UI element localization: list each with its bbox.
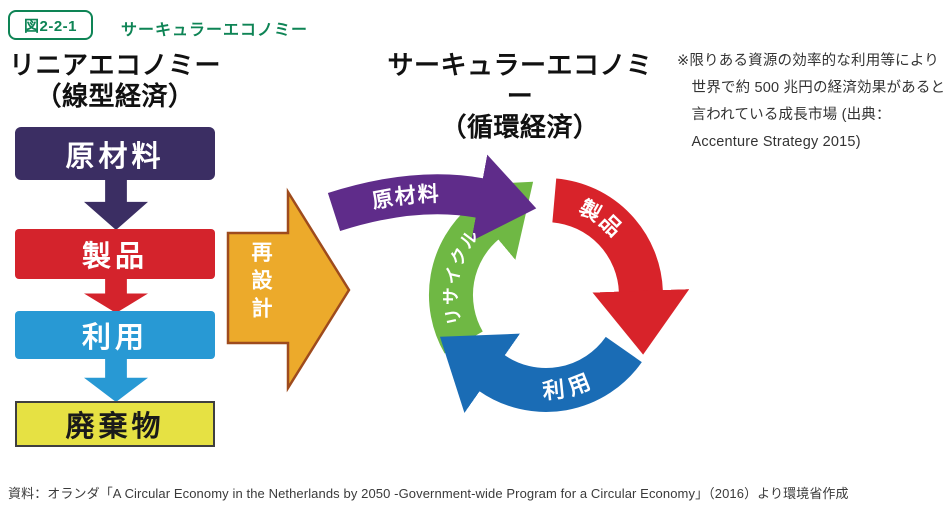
linear-step-products: 製品 [15, 229, 215, 279]
circular-economy-title-line1: サーキュラーエコノミー [387, 50, 653, 111]
linear-step-raw-materials: 原材料 [15, 127, 215, 180]
cycle-arc-use [439, 333, 642, 413]
growth-market-note: ※限りある資源の効率的な利用等により世界で約 500 兆円の経済効果があると言わ… [677, 53, 945, 150]
down-arrow-icon [84, 357, 148, 402]
cycle-arc-products [551, 178, 690, 355]
figure-title: サーキュラーエコノミー [121, 22, 309, 39]
figure-number-label: 図2-2-1 [24, 17, 78, 35]
linear-economy-title-line2: （線型経済） [35, 81, 195, 111]
cycle-arrow-raw-materials [327, 154, 537, 242]
down-arrow-icon [84, 277, 148, 313]
linear-economy-title-line1: リニアエコノミー [8, 50, 221, 80]
linear-economy-title: リニアエコノミー （線型経済） [5, 50, 225, 112]
circular-economy-cycle: 原材料 製品 利用 リサイクル [327, 154, 690, 413]
linear-step-use: 利用 [15, 311, 215, 359]
redesign-arrow-shape [226, 187, 351, 393]
down-arrow-icon [84, 178, 148, 230]
circular-economy-title: サーキュラーエコノミー （循環経済） [375, 50, 665, 143]
source-attribution: 資料：オランダ「A Circular Economy in the Nether… [8, 486, 849, 501]
linear-step-waste: 廃棄物 [15, 401, 215, 447]
circular-economy-title-line2: （循環経済） [440, 112, 600, 142]
redesign-arrow-label: 再設計 [249, 241, 272, 325]
figure-number-badge: 図2-2-1 [8, 10, 94, 40]
redesign-arrow-icon [226, 187, 351, 393]
